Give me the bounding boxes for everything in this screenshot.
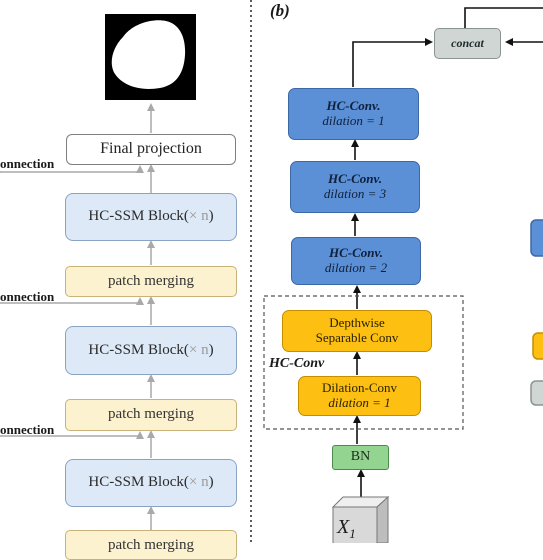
dilation-conv-sub-label: dilation = 1 xyxy=(328,395,391,410)
depthwise-line-1: Depthwise xyxy=(329,315,385,331)
skip-connection-label-1: onnection xyxy=(0,156,55,171)
patch-merging-2: patch merging xyxy=(65,399,237,431)
right-flow-arrows xyxy=(351,7,543,497)
panel-b-label: (b) xyxy=(270,1,290,20)
patch-merging-partial-label: patch merging xyxy=(108,537,194,553)
hc-conv-title-2: HC-Conv. xyxy=(328,245,384,261)
skip-connection-label-3: onnection xyxy=(0,422,55,437)
dilation-2-label: dilation = 2 xyxy=(324,260,388,275)
hc-ssm-block-2: HC-SSM Block(× n) xyxy=(65,326,237,375)
depthwise-line-2: Separable Conv xyxy=(315,330,399,345)
hc-conv-group-label: HC-Conv xyxy=(269,356,325,371)
dilation-1-label: dilation = 1 xyxy=(322,113,385,128)
concat-label: concat xyxy=(451,35,484,50)
patch-merging-1: patch merging xyxy=(65,266,237,297)
hc-ssm-block-3: HC-SSM Block(× n) xyxy=(65,459,237,507)
hc-conv-title-3: HC-Conv. xyxy=(327,171,383,187)
patch-merging-1-label: patch merging xyxy=(108,272,194,289)
edge-box-grey xyxy=(530,380,543,406)
concat-box: concat xyxy=(434,28,501,59)
input-cube xyxy=(331,495,390,543)
dilation-3-label: dilation = 3 xyxy=(323,186,387,201)
hc-conv-title-1: HC-Conv. xyxy=(326,98,381,114)
left-flow-arrows xyxy=(0,103,155,530)
hc-ssm-block-3-label: HC-SSM Block(× n) xyxy=(88,474,214,491)
dilation-conv-label: Dilation-Conv xyxy=(321,380,398,396)
hc-ssm-block-2-label: HC-SSM Block(× n) xyxy=(88,341,214,358)
edge-box-blue xyxy=(530,219,543,257)
final-projection-label: Final projection xyxy=(100,140,202,158)
skip-connection-label-2: onnection xyxy=(0,289,55,304)
connector-lines xyxy=(0,0,543,543)
hc-conv-dilation-1: HC-Conv. dilation = 1 xyxy=(288,88,419,140)
hc-conv-dilation-2: HC-Conv. dilation = 2 xyxy=(291,237,421,285)
depthwise-separable-conv: Depthwise Separable Conv xyxy=(282,310,432,352)
dilation-conv: Dilation-Conv dilation = 1 xyxy=(298,376,421,416)
hc-ssm-block-1: HC-SSM Block(× n) xyxy=(65,193,237,241)
hc-conv-dilation-3: HC-Conv. dilation = 3 xyxy=(290,161,420,213)
segmentation-mask-image xyxy=(105,14,196,100)
final-projection-box: Final projection xyxy=(66,134,236,165)
patch-merging-2-label: patch merging xyxy=(108,406,194,423)
hc-conv-group-outline xyxy=(263,295,464,430)
patch-merging-partial: patch merging xyxy=(65,530,237,560)
hc-ssm-block-1-label: HC-SSM Block(× n) xyxy=(88,208,214,225)
edge-box-orange xyxy=(532,332,543,360)
bn-label: BN xyxy=(350,449,371,465)
bn-box: BN xyxy=(332,445,389,470)
input-x1-label: X1 xyxy=(337,516,356,541)
